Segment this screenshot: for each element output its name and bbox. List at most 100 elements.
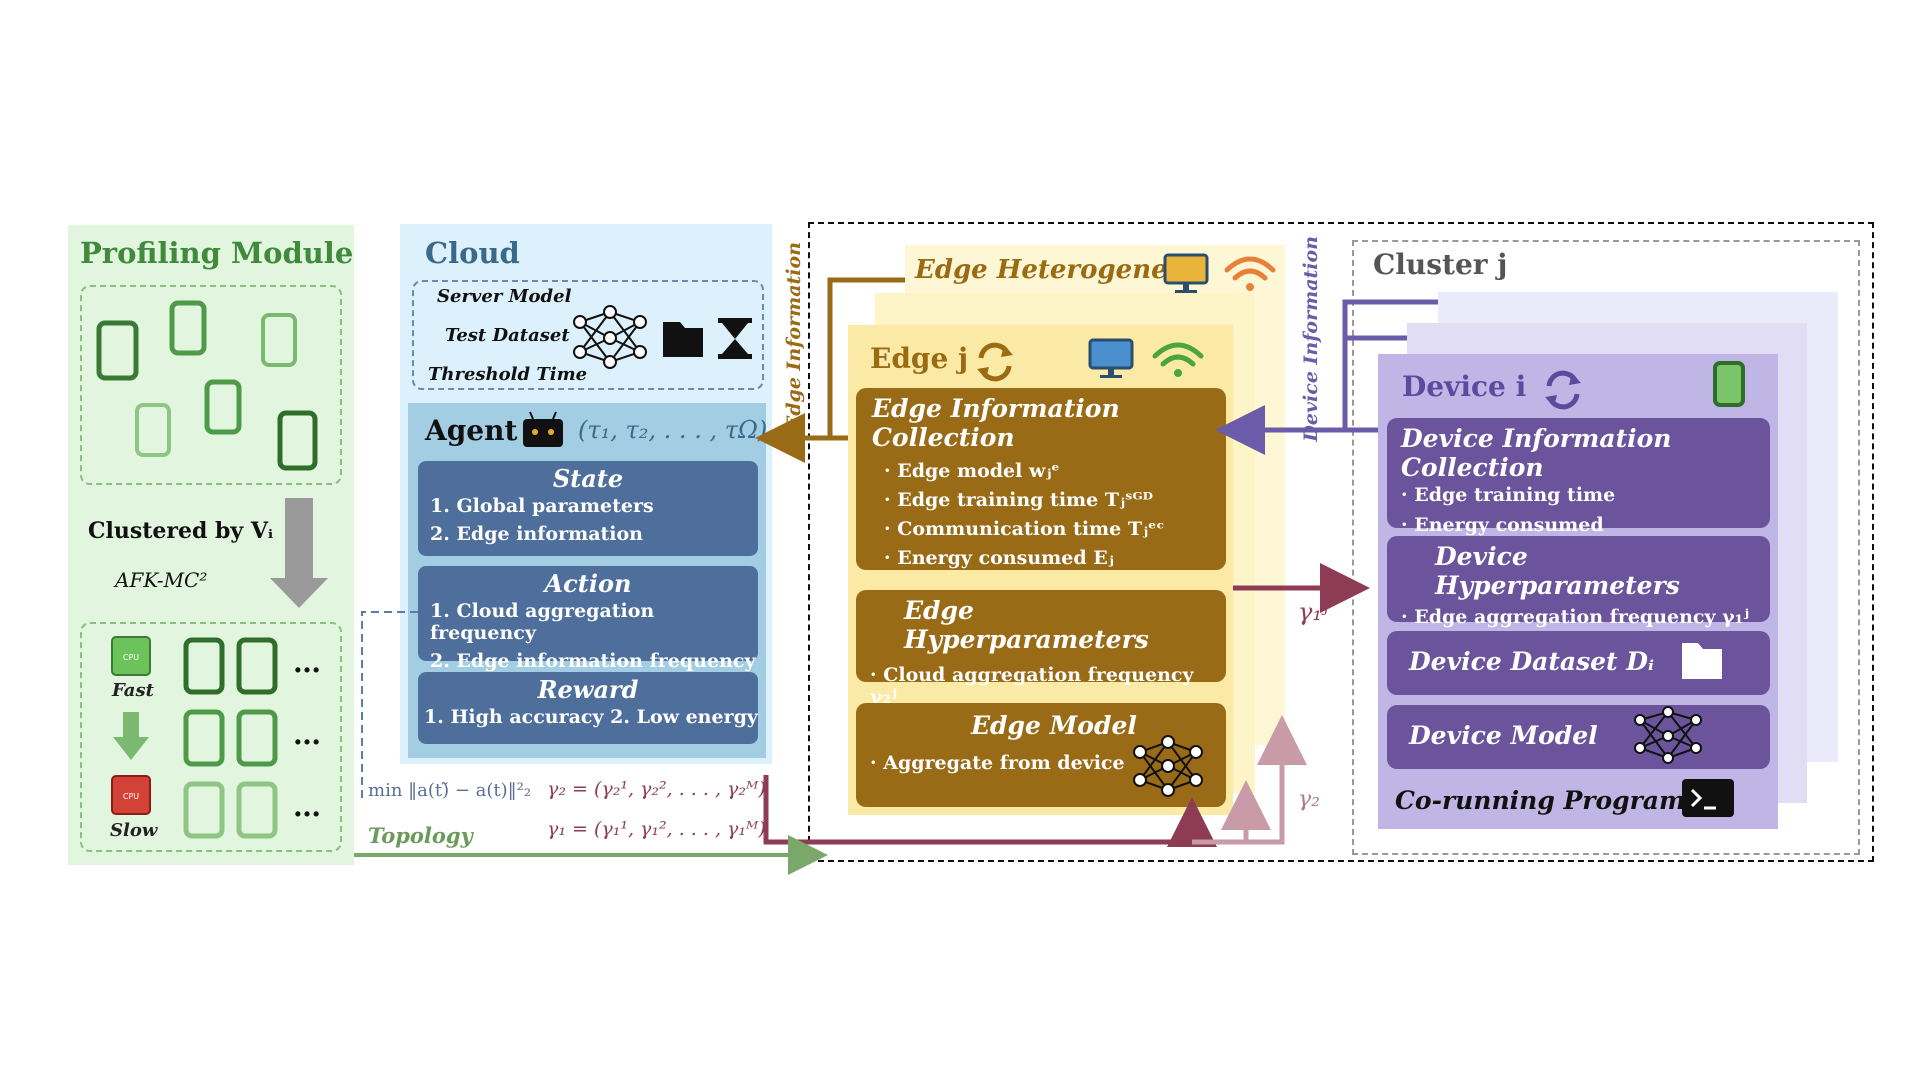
state-line: 1. Global parameters [430,495,654,517]
clustered-by-label: Clustered by Vᵢ [88,518,274,544]
device-dataset-card: Device Dataset Dᵢ [1387,631,1770,695]
edge-info-collection-card: Edge Information Collection · Edge model… [856,388,1226,570]
threshold-time-label: Threshold Time [428,364,588,385]
state-line: 2. Edge information [430,523,643,545]
device-info-text: Edge training time [1414,484,1616,506]
device-hyper-line: · Edge aggregation frequency γ₁ʲ [1401,606,1749,628]
device-hyper-text: Edge aggregation frequency γ₁ʲ [1414,606,1749,628]
fast-label: Fast [112,680,154,701]
afk-mc2-label: AFK-MC² [115,568,208,592]
gamma2-label: γ₂ [1298,787,1320,812]
cluster-title: Cluster j [1373,248,1508,281]
agent-tau-sequence: (τ₁, τ₂, . . . , τΩ) [578,416,768,444]
device-info-text: Energy consumed [1414,514,1604,536]
terminal-icon [1682,779,1734,817]
edge-info-collection-title: Edge Information Collection [872,394,1120,452]
svg-text:CPU: CPU [123,653,139,662]
device-hyperparameters-title: Device Hyperparameters [1435,542,1680,600]
corunning-programs-label: Co-running Programes [1395,786,1716,815]
edge-cluster-frame [808,222,1874,862]
svg-text:CPU: CPU [123,792,139,801]
device-hyperparameters-card: Device Hyperparameters · Edge aggregatio… [1387,536,1770,628]
slow-cpu-icon: CPU [111,775,151,815]
device-neural-network-icon [1634,706,1702,764]
edge-model-text: Aggregate from device [883,752,1125,774]
action-card: Action 1. Cloud aggregation frequency 2.… [418,566,758,672]
device-phone-icon [1713,361,1745,407]
cloud-title: Cloud [425,236,520,270]
gamma-cloud-to-edge-arrow [763,775,1217,847]
clustering-arrow [270,498,328,608]
edge-info-text: Edge training time Tⱼˢᴳᴰ [897,489,1154,511]
min-objective-expression: min ‖a(t)̃ − a(t)‖²₂ [368,780,532,801]
action-feedback-arrow [361,611,418,800]
gamma2-broadcast-arrow [1192,715,1307,845]
edge-info-text: Edge model wⱼᵉ [897,460,1060,482]
edge-title: Edge j [870,342,969,375]
device-dataset-title: Device Dataset Dᵢ [1409,647,1654,676]
edge-hyper-text: Cloud aggregation frequency γ₂ʲ [870,664,1194,708]
device-info-collection-title: Device Information Collection [1401,424,1672,482]
test-dataset-label: Test Dataset [445,325,570,346]
monitor-icon [1163,253,1209,293]
fast-cpu-icon: CPU [111,636,151,676]
robot-icon [523,411,563,447]
action-line: 1. Cloud aggregation frequency [430,600,655,644]
agent-title: Agent [425,414,518,447]
edge-neural-network-icon [1133,735,1203,797]
svg-text:…: … [293,646,321,679]
edge-hyper-line: · Cloud aggregation frequency γ₂ʲ [870,664,1194,708]
action-title: Action [544,569,632,598]
edge-hyperparameters-title: Edge Hyperparameters [904,596,1149,654]
folder-icon [663,322,703,357]
device-folder-icon [1682,643,1722,679]
edge-info-line: · Edge model wⱼᵉ [884,460,1060,482]
device-info-line: · Energy consumed [1401,514,1604,536]
device-pool-box [80,285,342,485]
topology-label: Topology [368,823,473,848]
edge-monitor-icon [1088,338,1134,378]
server-model-label: Server Model [437,286,572,307]
edge-info-line: · Energy consumed Eⱼ [884,547,1114,569]
gamma2-expression: γ₂ = (γ₂¹, γ₂², . . . , γ₂ᴹ) [547,778,766,800]
device-information-arrow [1215,299,1438,455]
hourglass-icon [718,318,752,359]
reward-title: Reward [537,675,639,704]
fast-to-slow-arrow [113,712,149,760]
edge-info-text: Energy consumed Eⱼ [897,547,1114,569]
edge-model-line: · Aggregate from device [870,752,1125,774]
device-info-line: · Edge training time [1401,484,1616,506]
edge-model-title: Edge Model [971,711,1137,740]
svg-text:…: … [293,718,321,751]
gamma1-expression: γ₁ = (γ₁¹, γ₁², . . . , γ₁ᴹ) [547,818,766,840]
action-line: 2. Edge information frequency [430,650,756,672]
edge-information-arrow [755,277,905,463]
profiling-module-title: Profiling Module [80,236,354,270]
phone-icons [96,300,318,471]
edge-info-line: · Edge training time Tⱼˢᴳᴰ [884,489,1154,511]
edge-wifi-icon [1152,342,1204,377]
device-title: Device i [1402,370,1527,403]
device-info-collection-card: Device Information Collection · Edge tra… [1387,418,1770,536]
edge-heterogeneity-title: Edge Heterogeneity [915,255,1205,285]
svg-text:…: … [293,790,321,823]
reward-line: 1. High accuracy 2. Low energy [424,706,758,728]
state-card: State 1. Global parameters 2. Edge infor… [418,461,758,556]
edge-hyperparameters-card: Edge Hyperparameters · Cloud aggregation… [856,590,1226,708]
reward-card: Reward 1. High accuracy 2. Low energy [418,672,758,744]
cloud-resources-box [412,280,764,390]
edge-info-text: Communication time Tⱼᵉᶜ [897,518,1165,540]
device-model-title: Device Model [1409,721,1598,750]
device-model-card: Device Model [1387,705,1770,769]
cluster-frame [1352,240,1860,855]
edge-info-line: · Communication time Tⱼᵉᶜ [884,518,1165,540]
clustered-phone-icons: … … … [183,637,321,839]
clustered-devices-box [80,622,342,852]
device-refresh-icon [1545,370,1581,410]
state-title: State [552,464,624,493]
neural-network-icon [573,305,647,369]
wifi-icon [1224,256,1276,291]
refresh-icon [977,342,1013,382]
slow-label: Slow [110,820,158,841]
